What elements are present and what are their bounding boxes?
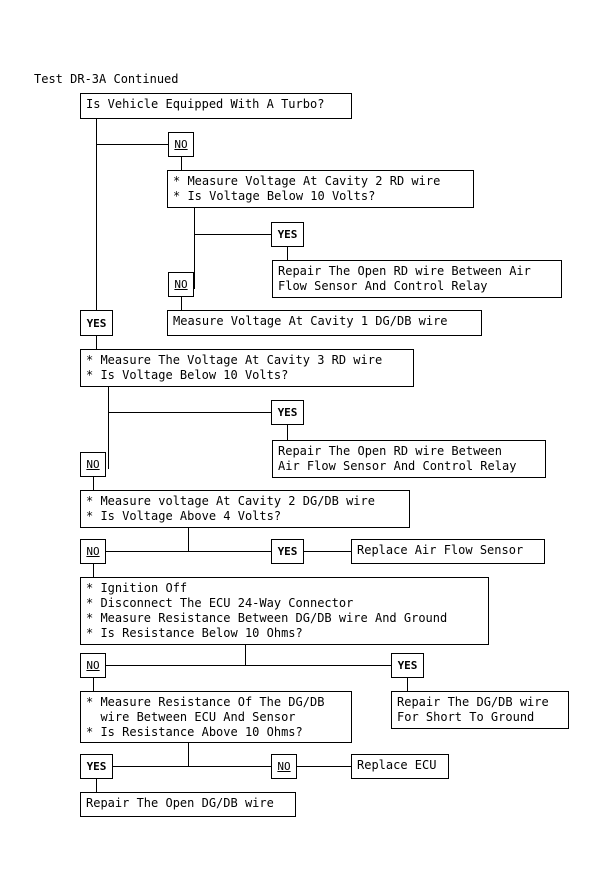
node-measure-cavity3-rd[interactable]: * Measure The Voltage At Cavity 3 RD wir… [80, 349, 414, 387]
chip-no-resistance[interactable]: NO [271, 754, 297, 779]
connector-ignition-down [245, 645, 246, 665]
node-repair-open-dgdb[interactable]: Repair The Open DG/DB wire [80, 792, 296, 817]
connector-no-to-ignition [93, 564, 94, 577]
node-replace-air-flow-sensor[interactable]: Replace Air Flow Sensor [351, 539, 545, 564]
chip-yes-cavity3-rd[interactable]: YES [271, 400, 304, 425]
node-measure-cavity1-dgdb[interactable]: Measure Voltage At Cavity 1 DG/DB wire [167, 310, 482, 336]
node-repair-rd-wire-2[interactable]: Repair The Open RD wire Between Air Flow… [272, 440, 546, 478]
connector-yes-to-repair-rd2 [287, 425, 288, 440]
connector-yes-to-repair-rd1 [287, 247, 288, 260]
connector-no-to-cav2dgdb [93, 477, 94, 490]
connector-cav3rd-to-yes [108, 412, 273, 413]
connector-resistance-down [188, 743, 189, 766]
node-repair-rd-wire-1[interactable]: Repair The Open RD wire Between Air Flow… [272, 260, 562, 298]
chip-yes-turbo[interactable]: YES [80, 310, 113, 336]
connector-cav2dgdb-down [188, 528, 189, 551]
node-measure-cavity2-dgdb[interactable]: * Measure voltage At Cavity 2 DG/DB wire… [80, 490, 410, 528]
connector-cav2dgdb-row [93, 551, 371, 552]
node-ignition-resistance-block[interactable]: * Ignition Off * Disconnect The ECU 24-W… [80, 577, 489, 645]
connector-yes-to-repair-short [407, 678, 408, 691]
chip-yes-ignition[interactable]: YES [391, 653, 424, 678]
connector-yes-to-repair-open [96, 779, 97, 792]
node-question-turbo[interactable]: Is Vehicle Equipped With A Turbo? [80, 93, 352, 119]
page-title: Test DR-3A Continued [34, 72, 179, 86]
connector-no-to-cav1dgdb [181, 297, 182, 310]
connector-turbo-to-yes [96, 119, 97, 311]
connector-bottom-row [96, 766, 358, 767]
chip-no-cavity2-rd[interactable]: NO [168, 272, 194, 297]
chip-no-cavity2-dgdb[interactable]: NO [80, 539, 106, 564]
chip-yes-cavity2-dgdb[interactable]: YES [271, 539, 304, 564]
connector-turbo-to-no [96, 144, 181, 145]
chip-yes-resistance[interactable]: YES [80, 754, 113, 779]
chip-yes-cavity2-rd[interactable]: YES [271, 222, 304, 247]
connector-cav2rd-down [194, 208, 195, 289]
node-repair-short-to-ground[interactable]: Repair The DG/DB wire For Short To Groun… [391, 691, 569, 729]
chip-no-ignition[interactable]: NO [80, 653, 106, 678]
node-measure-cavity2-rd[interactable]: * Measure Voltage At Cavity 2 RD wire * … [167, 170, 474, 208]
connector-cav3rd-down [108, 387, 109, 469]
connector-ignition-row [93, 665, 408, 666]
chip-no-turbo[interactable]: NO [168, 132, 194, 157]
connector-no-to-measure-resistance [93, 678, 94, 691]
chip-no-cavity3-rd[interactable]: NO [80, 452, 106, 477]
node-replace-ecu[interactable]: Replace ECU [351, 754, 449, 779]
connector-no-to-cav2rd [181, 157, 182, 170]
connector-cav2rd-to-yes [194, 234, 273, 235]
connector-yes-to-cav3rd [96, 336, 97, 349]
node-measure-resistance-dgdb[interactable]: * Measure Resistance Of The DG/DB wire B… [80, 691, 352, 743]
